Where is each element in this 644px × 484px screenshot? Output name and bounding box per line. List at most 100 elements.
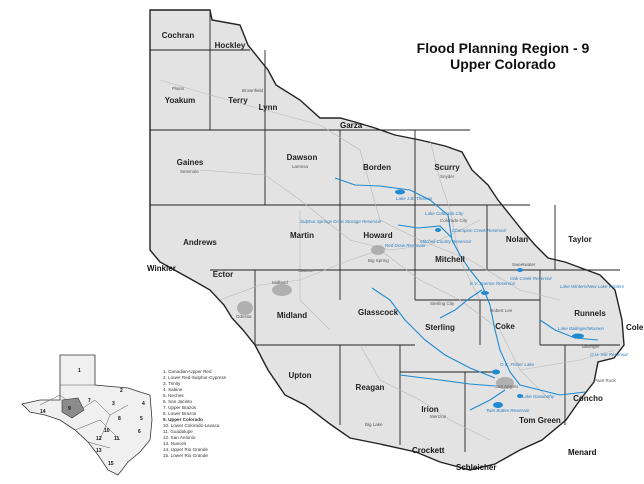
road xyxy=(199,169,481,251)
county-label: Dawson xyxy=(287,153,318,162)
legend-item: 4. Sabine xyxy=(163,387,183,392)
county-label: Mitchell xyxy=(435,255,465,264)
outside-county-label: Garza xyxy=(340,121,363,130)
lake-shape xyxy=(481,291,489,295)
county-label: Martin xyxy=(290,231,314,240)
road xyxy=(379,249,551,401)
outside-county-label: Crockett xyxy=(412,446,445,455)
tributary xyxy=(439,289,483,319)
road xyxy=(359,344,491,441)
county-label: Cochran xyxy=(162,31,195,40)
inset-region-lines xyxy=(39,355,129,449)
elm-creek xyxy=(539,319,599,341)
city-blob-odessa xyxy=(237,301,253,315)
lake-shape xyxy=(517,394,523,398)
map-title-line1: Flood Planning Region - 9 xyxy=(416,40,590,56)
county-label: Nolan xyxy=(506,235,528,244)
map-title-line2: Upper Colorado xyxy=(450,56,556,72)
county-label: Gaines xyxy=(177,158,204,167)
region-outline xyxy=(149,9,625,471)
city-label: Mertzon xyxy=(430,414,447,419)
map-title: Flood Planning Region - 9 Upper Colorado xyxy=(388,40,618,72)
city-label: Big Spring xyxy=(368,258,389,263)
county-label: Andrews xyxy=(183,238,217,247)
city-label: Colorado City xyxy=(440,218,468,223)
inset-number: 2 xyxy=(120,388,123,394)
lake-label: Lake Winters/New Lake Winters xyxy=(560,284,625,289)
county-label: Taylor xyxy=(568,235,591,244)
inset-number: 12 xyxy=(96,436,102,442)
inset-number: 8 xyxy=(118,416,121,422)
city-label: Paint Rock xyxy=(594,378,617,383)
city-label: Seminole xyxy=(180,169,199,174)
county-label: Terry xyxy=(228,96,248,105)
city-blob-san-angelo xyxy=(496,377,514,389)
road xyxy=(429,139,481,301)
outside-county-label: Winkler xyxy=(147,264,176,273)
road xyxy=(299,210,331,331)
inset-number: 13 xyxy=(96,448,102,454)
city-blob-midland xyxy=(272,284,292,296)
legend-item: 3. Trinity xyxy=(163,381,181,386)
beals-creek xyxy=(397,224,453,239)
city-label: Lamesa xyxy=(292,164,309,169)
lake-label: E.V. Spence Reservoir xyxy=(470,281,516,286)
city-label: Robert Lee xyxy=(490,308,513,313)
county-label: Hockley xyxy=(215,41,246,50)
river-network xyxy=(334,177,599,411)
city-label: Midland xyxy=(272,280,288,285)
lake-shape xyxy=(517,268,523,272)
inset-number: 3 xyxy=(112,401,115,407)
lakes xyxy=(395,189,584,408)
county-label: Tom Green xyxy=(519,416,561,425)
lake-label: Lake Colorado City xyxy=(425,211,464,216)
road xyxy=(519,349,616,371)
legend-item: 15. Lower Rio Grande xyxy=(163,453,208,458)
lake-label: O.H. Ivie Reservoir xyxy=(590,352,629,357)
county-label: Lynn xyxy=(259,103,278,112)
lake-shape xyxy=(493,402,503,408)
lake-shape xyxy=(572,333,584,339)
outside-county-label: Menard xyxy=(568,448,597,457)
city-label: Brownfield xyxy=(242,88,264,93)
lake-label: Twin Buttes Reservoir xyxy=(486,408,530,413)
legend-item: 5. Neches xyxy=(163,393,184,398)
inset-number: 5 xyxy=(140,416,143,422)
inset-number: 14 xyxy=(40,409,46,415)
county-label: Borden xyxy=(363,163,391,172)
county-label: Howard xyxy=(363,231,392,240)
middle-concho-river xyxy=(399,374,496,387)
inset-number: 11 xyxy=(114,436,120,442)
lake-label: Lake Ballinger/Moonen xyxy=(558,326,605,331)
legend-item: 10. Lower Colorado-Lavaca xyxy=(163,423,220,428)
colorado-river xyxy=(334,177,586,396)
lake-shape xyxy=(395,189,405,195)
lake-label: Lake Nasworthy xyxy=(522,394,555,399)
lake-shape xyxy=(435,228,441,232)
legend-item: 12. San Antonio xyxy=(163,435,196,440)
road-network xyxy=(159,79,616,441)
legend-item: 6. San Jacinto xyxy=(163,399,193,404)
inset-number: 7 xyxy=(88,398,91,404)
inset-number: 15 xyxy=(108,461,114,467)
texas-inset-map: 1 2 3 4 5 6 7 8 9 10 11 12 13 14 15 xyxy=(21,354,153,476)
inset-number: 1 xyxy=(78,368,81,374)
county-label: Ector xyxy=(213,270,233,279)
city-label: Big Lake xyxy=(365,422,383,427)
lake-shape xyxy=(492,369,500,375)
county-labels: Cochran Hockley Yoakum Terry Lynn Gaines… xyxy=(162,31,607,425)
county-label: Glasscock xyxy=(358,308,399,317)
north-concho-river xyxy=(371,287,496,379)
texas-outline xyxy=(21,354,153,476)
county-label: Sterling xyxy=(425,323,455,332)
inset-number: 9 xyxy=(68,406,71,412)
county-label: Concho xyxy=(573,394,603,403)
outside-county-label: Schleicher xyxy=(456,463,496,472)
county-label: Coke xyxy=(495,322,515,331)
inset-number: 6 xyxy=(138,429,141,435)
county-label: Runnels xyxy=(574,309,606,318)
legend-item: 7. Upper Brazos xyxy=(163,405,197,410)
city-blob-big-spring xyxy=(371,245,385,255)
city-label: Sterling City xyxy=(430,301,455,306)
lake-label: Champion Creek Reservoir xyxy=(452,228,507,233)
